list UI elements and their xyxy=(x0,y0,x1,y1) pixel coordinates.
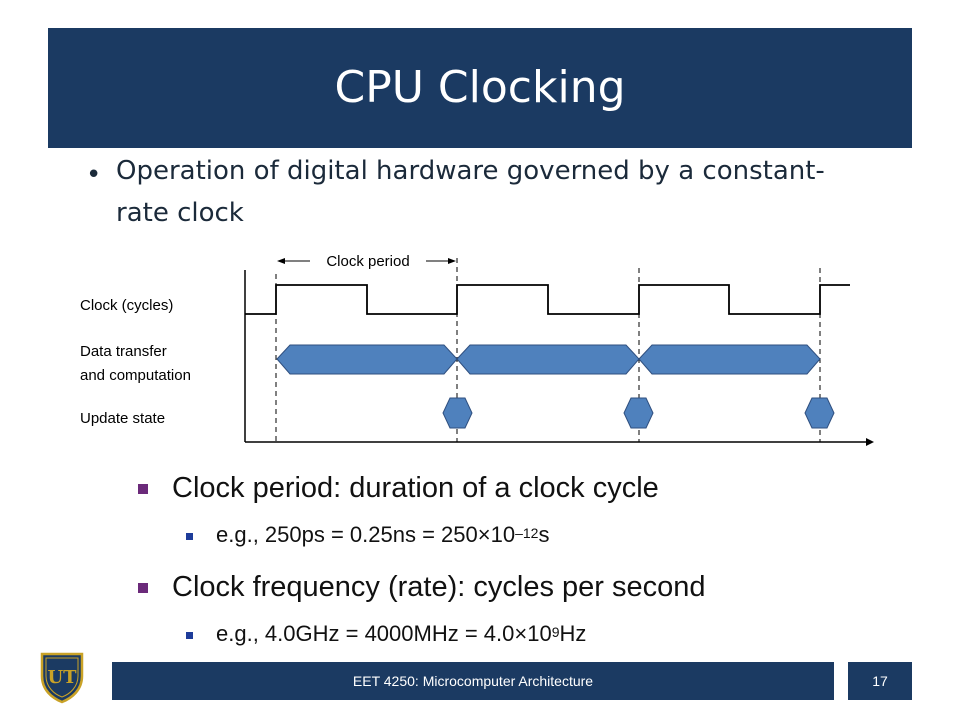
example-frequency-unit: Hz xyxy=(559,621,587,646)
clock-period-label: Clock period xyxy=(326,253,409,270)
x-axis-arrowhead xyxy=(866,438,874,446)
example-frequency: e.g., 4.0GHz = 4000MHz = 4.0×109Hz xyxy=(216,619,586,649)
computation-block-2 xyxy=(456,344,640,375)
update-state-3 xyxy=(804,397,835,429)
footer-course-title: EET 4250: Microcomputer Architecture xyxy=(112,662,834,700)
row-label-update: Update state xyxy=(80,410,165,427)
example-period-unit: s xyxy=(538,522,550,547)
update-state-1 xyxy=(442,397,473,429)
clock-period-arrowhead-right xyxy=(448,258,456,264)
sub-bullet-marker-4 xyxy=(186,632,193,639)
computation-block-1 xyxy=(276,344,458,375)
svg-text:UT: UT xyxy=(47,667,77,688)
page-number: 17 xyxy=(848,662,912,700)
example-frequency-text: e.g., 4.0GHz = 4000MHz = 4.0×10 xyxy=(216,621,552,646)
sub-bullet-marker-2 xyxy=(186,533,193,540)
slide-title: CPU Clocking xyxy=(334,62,626,113)
row-label-data-1: Data transfer xyxy=(80,343,167,360)
example-period-text: e.g., 250ps = 0.25ns = 250×10 xyxy=(216,522,516,547)
title-bar: CPU Clocking xyxy=(48,28,912,148)
row-label-clock: Clock (cycles) xyxy=(80,297,173,314)
sub-bullet-clock-period: Clock period: duration of a clock cycle xyxy=(172,472,659,504)
university-shield-logo: UT xyxy=(40,652,84,704)
clock-waveform xyxy=(245,284,850,315)
example-frequency-exponent: 9 xyxy=(551,624,560,640)
sub-bullet-marker-1 xyxy=(138,484,148,494)
sub-bullet-marker-3 xyxy=(138,583,148,593)
clock-period-arrowhead-left xyxy=(277,258,285,264)
update-state-2 xyxy=(623,397,654,429)
example-period-exponent: –12 xyxy=(515,525,539,541)
bullet-marker: • xyxy=(86,160,102,190)
sub-bullet-clock-frequency: Clock frequency (rate): cycles per secon… xyxy=(172,571,706,603)
computation-block-3 xyxy=(638,344,821,375)
row-label-data-2: and computation xyxy=(80,367,191,384)
example-period: e.g., 250ps = 0.25ns = 250×10–12s xyxy=(216,520,549,550)
clock-timing-diagram: Clock period Clock (cycles) Data transfe… xyxy=(80,253,874,446)
main-bullet-text: Operation of digital hardware governed b… xyxy=(116,156,825,228)
